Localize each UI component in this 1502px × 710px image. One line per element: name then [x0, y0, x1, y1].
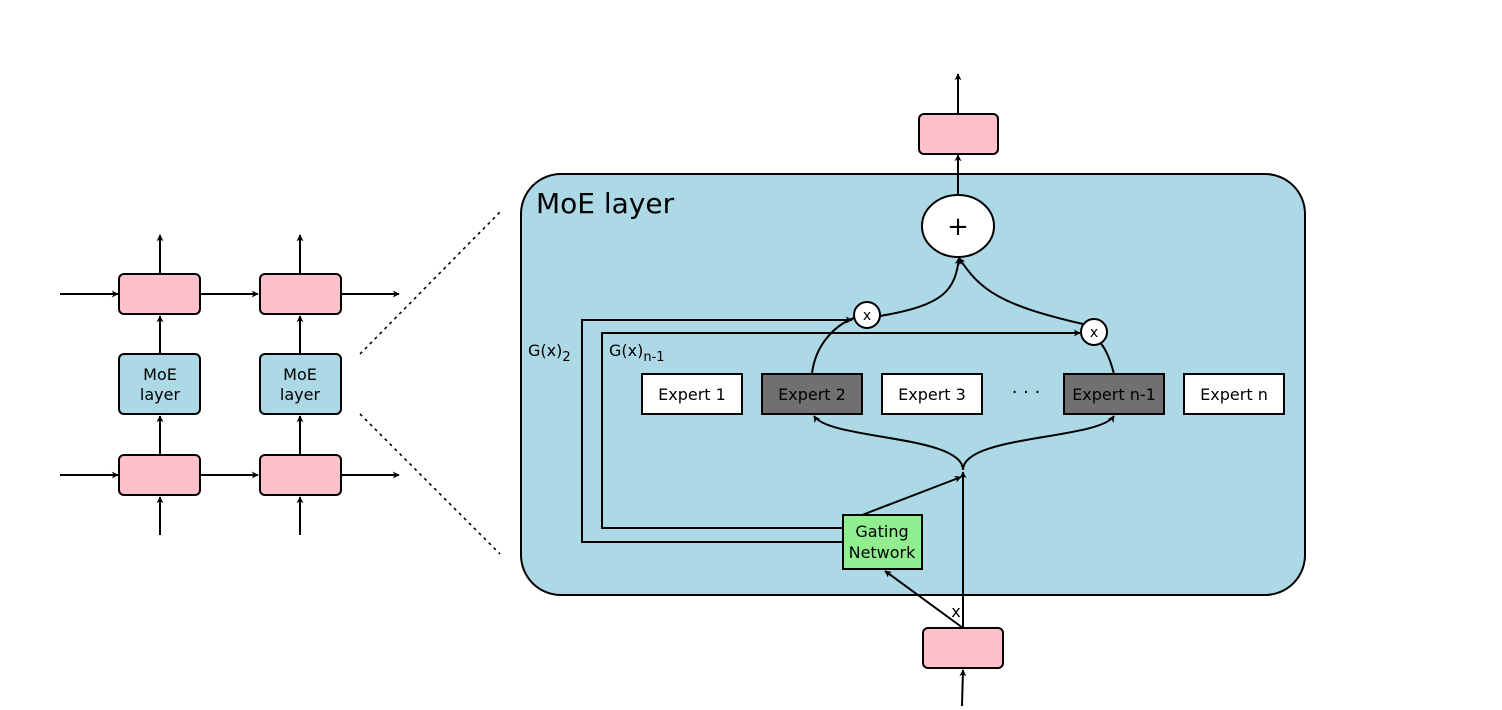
curve-multn-to-sum — [958, 257, 1084, 325]
gate-line-g2 — [581, 316, 853, 543]
small-moe-box-left — [118, 353, 201, 415]
pink-box-top-right — [259, 273, 342, 315]
expert-label-1: Expert 1 — [658, 385, 726, 404]
arrow-input-to-gating — [884, 570, 964, 629]
sum-node — [921, 194, 995, 258]
zoom-line-bottom — [359, 413, 501, 555]
pink-box-top-left — [118, 273, 201, 315]
pink-box-bottom-right — [259, 454, 342, 496]
expert-box-n — [1183, 373, 1285, 415]
multiply-symbol-expertn1: x — [1090, 325, 1098, 341]
gate-label-gn1: G(x)n-1 — [609, 341, 665, 365]
multiply-symbol-expert2: x — [863, 308, 871, 324]
expert-label-3: Expert 3 — [898, 385, 966, 404]
expert-box-3 — [881, 373, 983, 415]
expert-label-2: Expert 2 — [778, 385, 846, 404]
input-pink-box — [922, 627, 1004, 669]
gate-line-gn1 — [601, 329, 1081, 529]
zoom-line-top — [359, 211, 501, 355]
curve-input-to-expertn1 — [962, 415, 1115, 471]
sum-symbol: + — [947, 212, 969, 242]
gate-label-g2: G(x)2 — [528, 341, 571, 365]
multiply-node-expert2 — [853, 301, 881, 329]
experts-ellipsis: · · · — [1012, 382, 1041, 403]
expert-box-n-minus-1 — [1063, 373, 1165, 415]
expert-label-n: Expert n — [1200, 385, 1268, 404]
input-x-label: x — [951, 602, 960, 621]
left-stack: MoE layer MoE layer — [60, 234, 400, 535]
small-moe-box-right — [259, 353, 342, 415]
gating-label-line1: Gating — [855, 522, 908, 541]
arrow-gating-to-router — [861, 475, 962, 516]
curve-input-to-expert2 — [813, 415, 964, 471]
expert-box-2 — [761, 373, 863, 415]
expert-box-1 — [641, 373, 743, 415]
gating-network-box — [842, 514, 923, 570]
pink-box-bottom-left — [118, 454, 201, 496]
moe-layer-title: MoE layer — [536, 187, 675, 220]
small-moe-left-line1: MoE — [143, 365, 177, 384]
small-moe-left-line2: layer — [140, 385, 181, 404]
small-moe-right-line1: MoE — [283, 365, 317, 384]
arrow-into-input-box — [959, 669, 967, 707]
multiply-node-expertn1 — [1080, 318, 1108, 346]
output-pink-box — [918, 113, 999, 155]
expert-label-n-minus-1: Expert n-1 — [1072, 385, 1156, 404]
small-moe-right-line2: layer — [280, 385, 321, 404]
gating-label-line2: Network — [849, 543, 917, 562]
curve-mult2-to-sum — [879, 257, 962, 317]
